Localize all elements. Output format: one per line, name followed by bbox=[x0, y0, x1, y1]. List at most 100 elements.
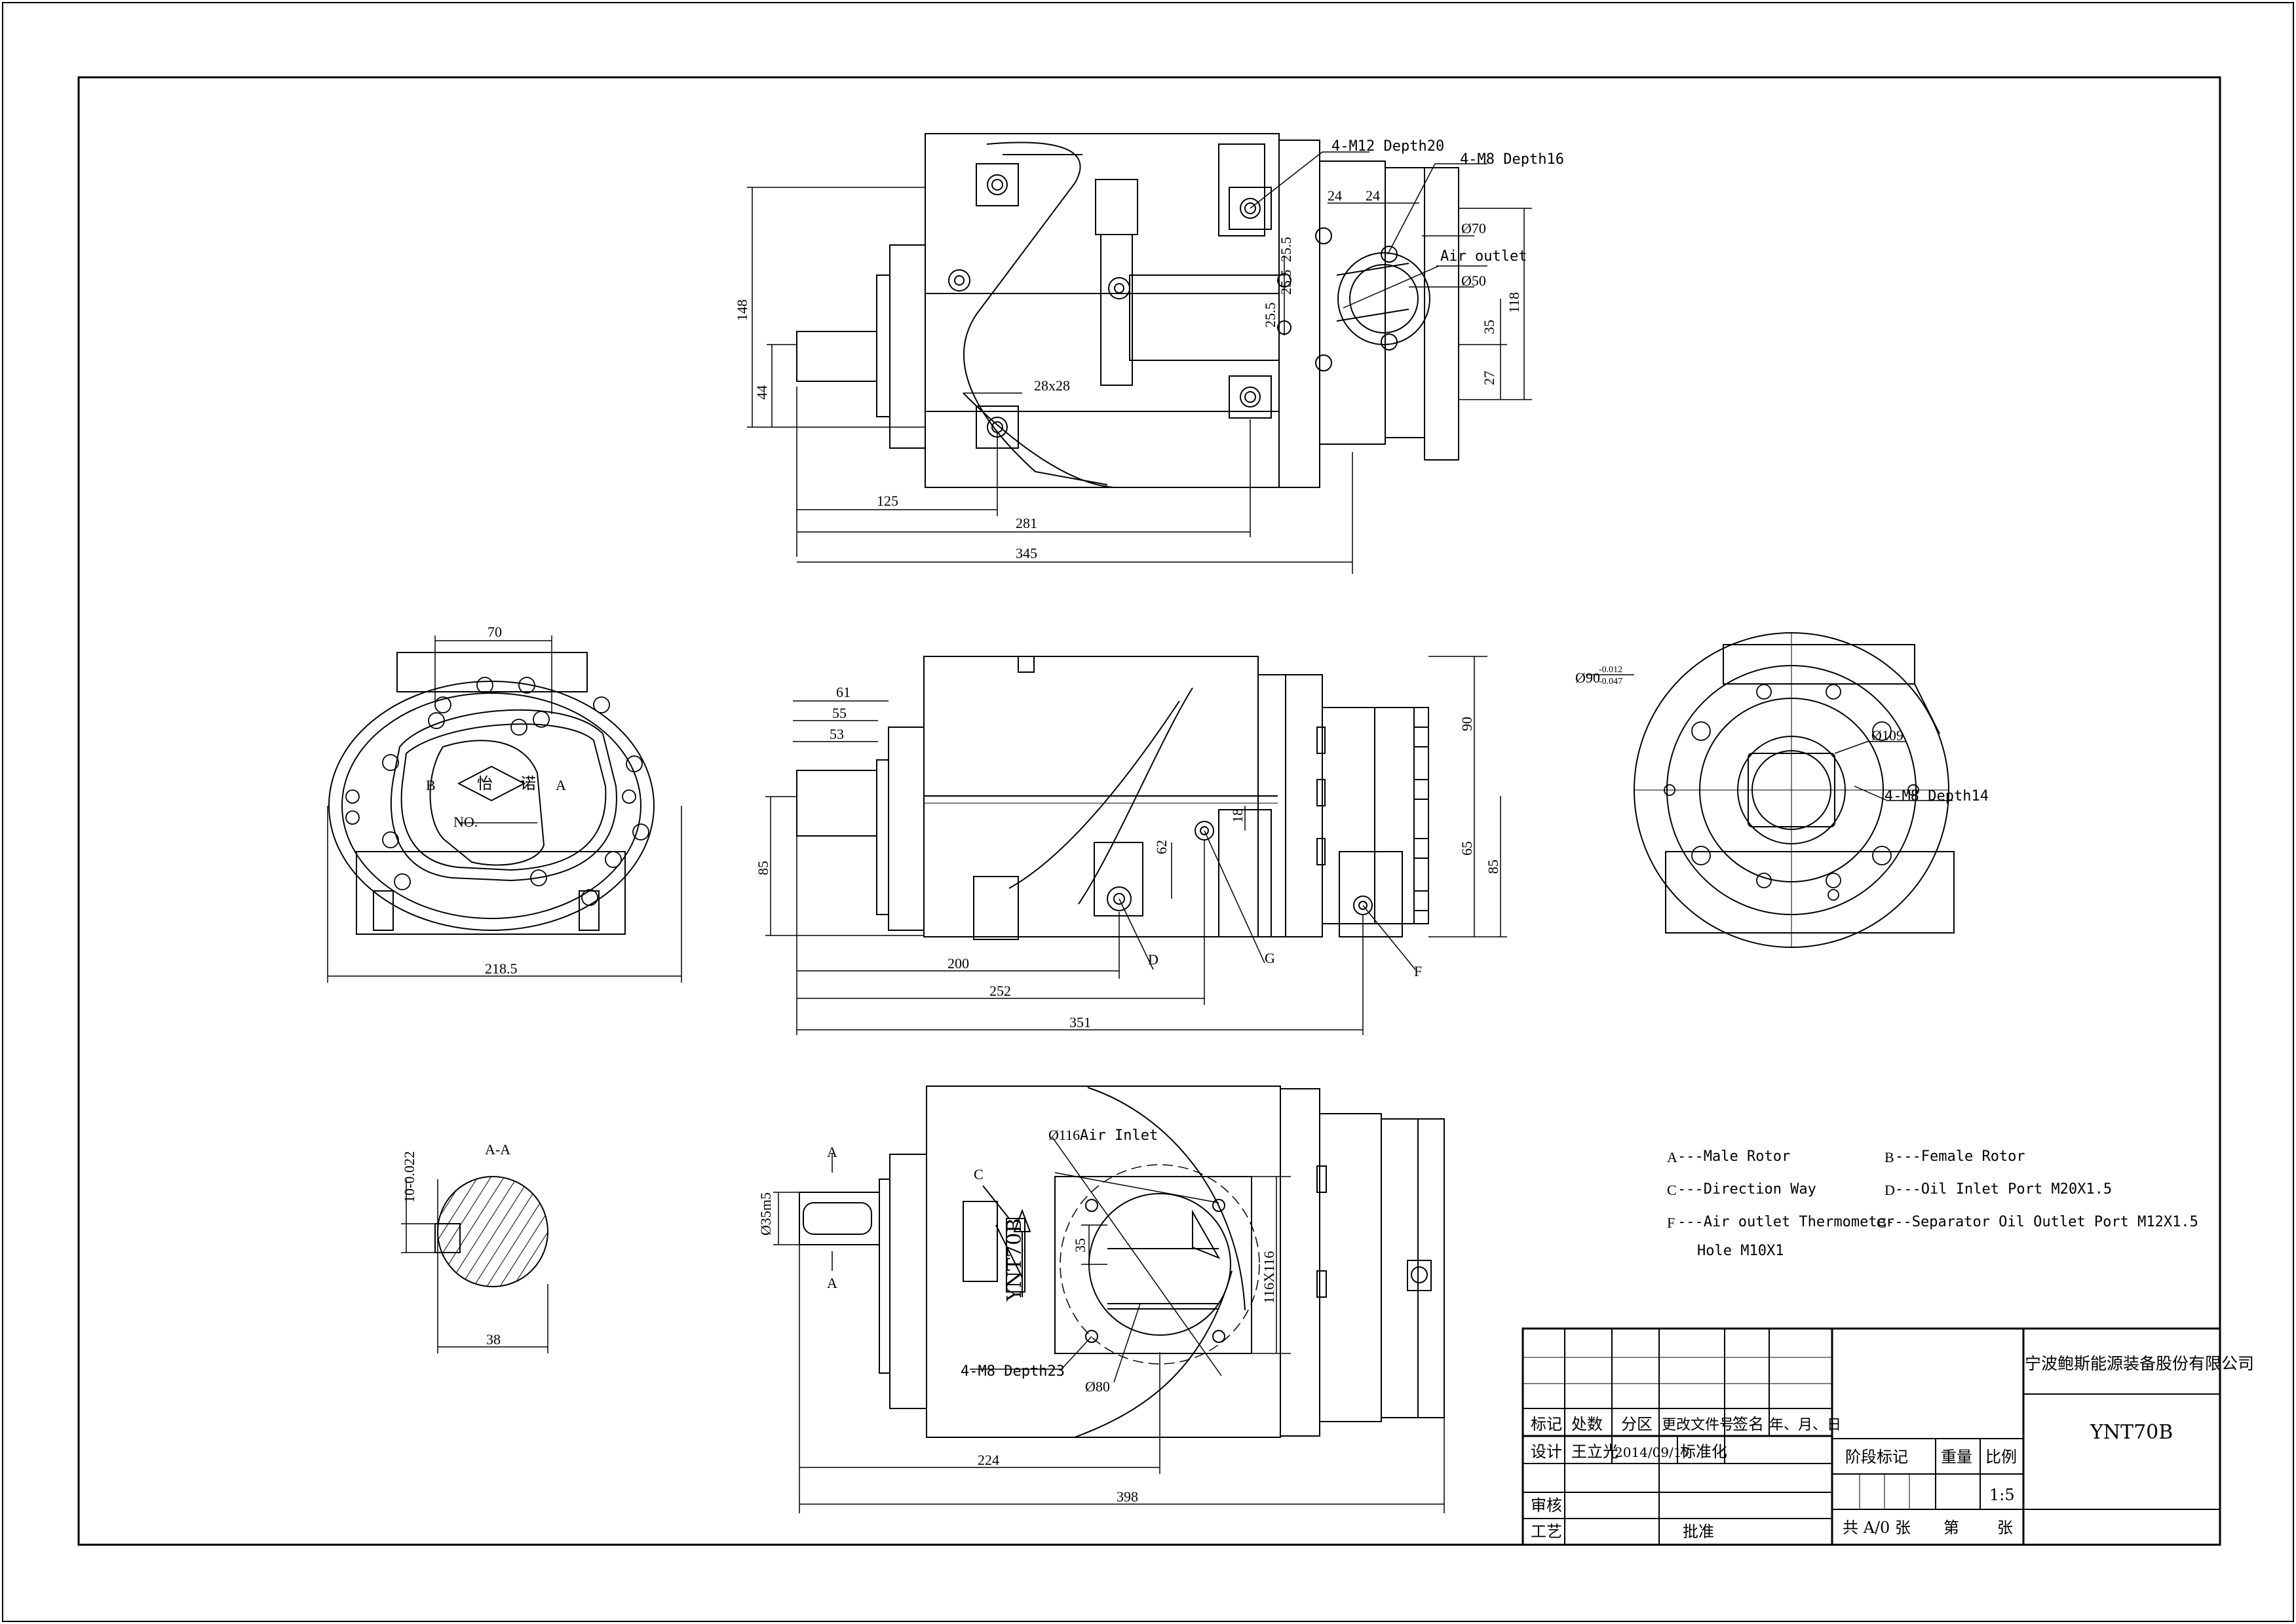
legend-a-text: ---Male Rotor bbox=[1677, 1148, 1790, 1165]
front-end-view bbox=[328, 652, 655, 935]
tb-sheets: 共 A/0 张 bbox=[1843, 1519, 1911, 1537]
dim-351: 351 bbox=[1069, 1014, 1091, 1030]
legend-c-key: C bbox=[1667, 1182, 1677, 1198]
dim-phi50: Ø50 bbox=[1461, 273, 1486, 289]
dim-224: 224 bbox=[978, 1452, 999, 1468]
tb-doc: 更改文件号 bbox=[1662, 1417, 1734, 1433]
title-block bbox=[1521, 1327, 2221, 1546]
tb-design: 设计 bbox=[1531, 1443, 1562, 1461]
dim-118: 118 bbox=[1506, 292, 1522, 313]
tb-review: 审核 bbox=[1531, 1496, 1562, 1515]
tb-stage: 阶段标记 bbox=[1845, 1448, 1908, 1466]
legend-g-text: ---Separator Oil Outlet Port M12X1.5 bbox=[1886, 1214, 2198, 1230]
dim-phi80: Ø80 bbox=[1085, 1378, 1110, 1395]
legend-b-key: B bbox=[1885, 1149, 1894, 1165]
tb-sheet-unit: 张 bbox=[1997, 1519, 2013, 1537]
dim-tol-upper: -0.012 bbox=[1599, 665, 1622, 675]
dim-10-tol: 10-0.022 bbox=[401, 1151, 417, 1203]
dim-25-5c: 25.5 bbox=[1262, 303, 1278, 328]
dim-38: 38 bbox=[486, 1331, 501, 1348]
tb-ratio-label: 比例 bbox=[1985, 1448, 2017, 1466]
dim-90: 90 bbox=[1459, 717, 1475, 731]
dim-61: 61 bbox=[836, 684, 851, 700]
legend-b-text: ---Female Rotor bbox=[1895, 1148, 2025, 1165]
tb-model: YNT70B bbox=[2090, 1421, 2173, 1444]
dim-65: 65 bbox=[1459, 841, 1475, 856]
tb-designer: 王立光 bbox=[1571, 1443, 1618, 1461]
dim-27: 27 bbox=[1481, 371, 1497, 385]
side-view bbox=[796, 656, 1429, 940]
label-a-down: A bbox=[827, 1275, 837, 1291]
dim-25-5b: 25.5 bbox=[1278, 270, 1294, 295]
label-air-inlet: Air Inlet bbox=[1080, 1127, 1158, 1144]
rear-end-view bbox=[1634, 632, 1955, 948]
legend-d-key: D bbox=[1885, 1182, 1895, 1198]
label-no: NO. bbox=[453, 814, 478, 830]
label-g: G bbox=[1265, 950, 1275, 966]
label-4m8-16: 4-M8 Depth16 bbox=[1460, 151, 1564, 168]
drawing-text: 4-M12 Depth20 4-M8 Depth16 24 24 Ø70 Air… bbox=[401, 138, 2254, 1541]
tb-sign: 签名 bbox=[1732, 1415, 1764, 1433]
tb-count: 处数 bbox=[1571, 1415, 1603, 1433]
top-view-dimensions bbox=[747, 151, 1532, 574]
dim-252: 252 bbox=[989, 983, 1011, 999]
tb-weight: 重量 bbox=[1941, 1448, 1972, 1466]
label-a-up: A bbox=[827, 1144, 837, 1160]
tb-date: 年、月、日 bbox=[1769, 1417, 1841, 1433]
label-4m12: 4-M12 Depth20 bbox=[1331, 138, 1444, 155]
dim-24a: 24 bbox=[1328, 187, 1342, 204]
logo-left: 怡 bbox=[477, 774, 493, 793]
dim-281: 281 bbox=[1016, 515, 1037, 531]
legend-f-text2: Hole M10X1 bbox=[1697, 1243, 1784, 1259]
tb-zone: 分区 bbox=[1621, 1415, 1653, 1433]
dim-25-5a: 25.5 bbox=[1278, 237, 1294, 263]
logo-right: 诺 bbox=[520, 774, 536, 793]
direction-arrow bbox=[982, 1185, 1031, 1297]
label-f: F bbox=[1414, 963, 1422, 979]
bottom-view-dimensions bbox=[773, 1137, 1445, 1513]
dim-28x28: 28x28 bbox=[1034, 377, 1070, 394]
dim-24b: 24 bbox=[1366, 187, 1380, 204]
dim-85a: 85 bbox=[755, 861, 771, 875]
dim-345: 345 bbox=[1016, 545, 1037, 561]
legend-g-key: G bbox=[1877, 1215, 1887, 1231]
side-view-dimensions bbox=[765, 656, 1507, 1035]
tb-approve: 批准 bbox=[1683, 1522, 1714, 1541]
dim-phi90: Ø90 bbox=[1575, 670, 1600, 686]
legend-f-key: F bbox=[1667, 1215, 1675, 1231]
dim-phi70: Ø70 bbox=[1461, 220, 1486, 236]
label-4m8-14: 4-M8 Depth14 bbox=[1885, 788, 1989, 804]
inner-border bbox=[77, 76, 2221, 1546]
legend-c-text: ---Direction Way bbox=[1677, 1181, 1816, 1198]
tb-ratio: 1:5 bbox=[1989, 1486, 2015, 1504]
dim-62: 62 bbox=[1153, 840, 1170, 854]
dim-44: 44 bbox=[754, 385, 770, 400]
tb-mark: 标记 bbox=[1531, 1415, 1562, 1433]
tb-sheet-no: 第 bbox=[1943, 1519, 1959, 1537]
tb-company: 宁波鲍斯能源装备股份有限公司 bbox=[2025, 1354, 2254, 1373]
bolt-circle bbox=[345, 677, 649, 906]
legend-d-text: ---Oil Inlet Port M20X1.5 bbox=[1895, 1181, 2112, 1198]
legend-f-text: ---Air outlet Thermometer bbox=[1677, 1214, 1894, 1230]
legend-a-key: A bbox=[1667, 1149, 1677, 1165]
section-a-a bbox=[401, 1176, 548, 1353]
dim-18: 18 bbox=[1229, 808, 1246, 823]
dim-200: 200 bbox=[947, 955, 969, 972]
top-view bbox=[796, 133, 1459, 488]
label-4m8-23: 4-M8 Depth23 bbox=[961, 1363, 1065, 1380]
dim-55: 55 bbox=[832, 705, 847, 721]
tb-design-date: 2014/09/17 bbox=[1615, 1445, 1690, 1460]
rear-end-dimensions bbox=[1586, 674, 1953, 801]
bottom-view bbox=[799, 1086, 1445, 1438]
dim-phi35: Ø35m5 bbox=[757, 1192, 774, 1236]
label-section-aa: A-A bbox=[485, 1141, 510, 1158]
dim-phi109: Ø109 bbox=[1871, 727, 1904, 744]
label-a: A bbox=[556, 777, 566, 793]
tb-standardize: 标准化 bbox=[1680, 1443, 1727, 1461]
dim-218-5: 218.5 bbox=[485, 960, 518, 977]
front-end-dimensions bbox=[327, 635, 682, 983]
dim-85b: 85 bbox=[1485, 859, 1501, 874]
dim-35b: 35 bbox=[1072, 1238, 1088, 1253]
